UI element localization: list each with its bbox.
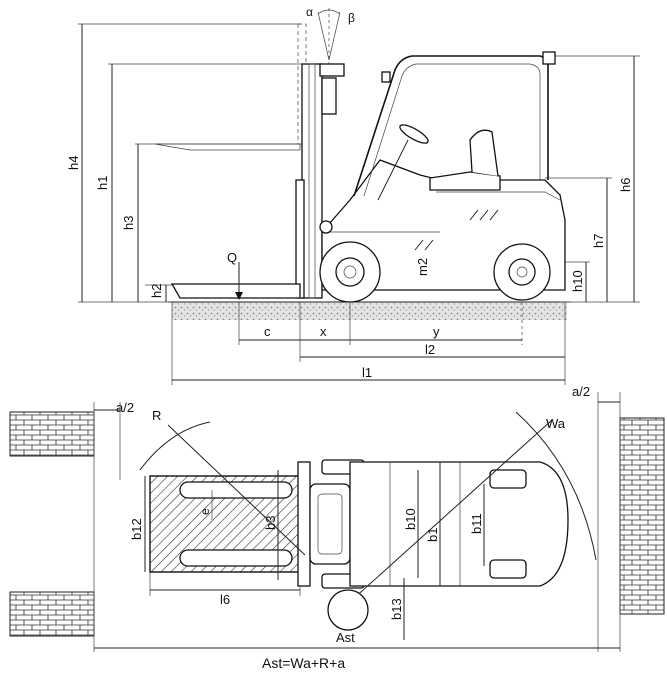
tilt-angle-marks [317,9,341,61]
ast-label: Ast [336,630,355,645]
truck-plan [309,459,569,589]
h4-label: h4 [66,156,81,170]
m2-label: m2 [415,258,430,276]
aisle-width-formula: Ast=Wa+R+a [262,655,345,671]
overhead-guard [353,51,556,197]
b11-label: b11 [469,513,484,534]
top-view: a/2 a/2 R Wa e b12 b3 b10 b1 b11 l6 b13 … [9,384,665,671]
steer-pivot-circle [327,589,369,631]
b13-label: b13 [389,598,404,620]
raised-carriage-outline [154,23,307,151]
r-label: R [152,408,161,423]
h3-label: h3 [121,216,136,230]
turning-radius [139,411,597,631]
wall-bottom-left [9,591,95,637]
fork-tines [179,481,293,567]
wall-right [619,417,665,615]
b3-label: b3 [263,516,278,530]
front-wheel [319,241,381,303]
vertical-dimensions [81,24,635,302]
load-arrow [235,262,243,300]
b10-label: b10 [403,508,418,530]
h1-label: h1 [95,176,110,190]
h6-label: h6 [618,178,633,192]
fork-carriage [297,461,311,587]
rear-wheel [493,243,551,301]
l2-label: l2 [425,342,435,357]
top-inner-dimensions [144,462,485,640]
x-label: x [320,324,327,339]
e-label: e [198,508,212,515]
side-view: α β h4 h1 h3 h2 Q m2 h6 h7 h10 c x y l2 … [66,5,640,385]
a2-left-label: a/2 [116,400,134,415]
mast [301,8,345,299]
a2-right-label: a/2 [572,384,590,399]
ground-surface [172,302,567,320]
wa-label: Wa [546,416,566,431]
beta-label: β [348,11,355,25]
c-label: c [264,324,271,339]
aisle-reference-lines [93,392,621,652]
h10-label: h10 [570,270,585,292]
steering-and-seat [377,124,501,201]
horizontal-dimensions [171,302,566,385]
h7-label: h7 [591,234,606,248]
b1-label: b1 [425,528,440,542]
forks [170,179,305,299]
b12-label: b12 [129,518,144,540]
y-label: y [433,324,440,339]
q-label: Q [227,250,237,265]
wall-top-left [9,411,95,457]
l1-label: l1 [362,365,372,380]
h2-label: h2 [149,284,164,298]
l6-label: l6 [220,592,230,607]
alpha-label: α [306,5,313,19]
